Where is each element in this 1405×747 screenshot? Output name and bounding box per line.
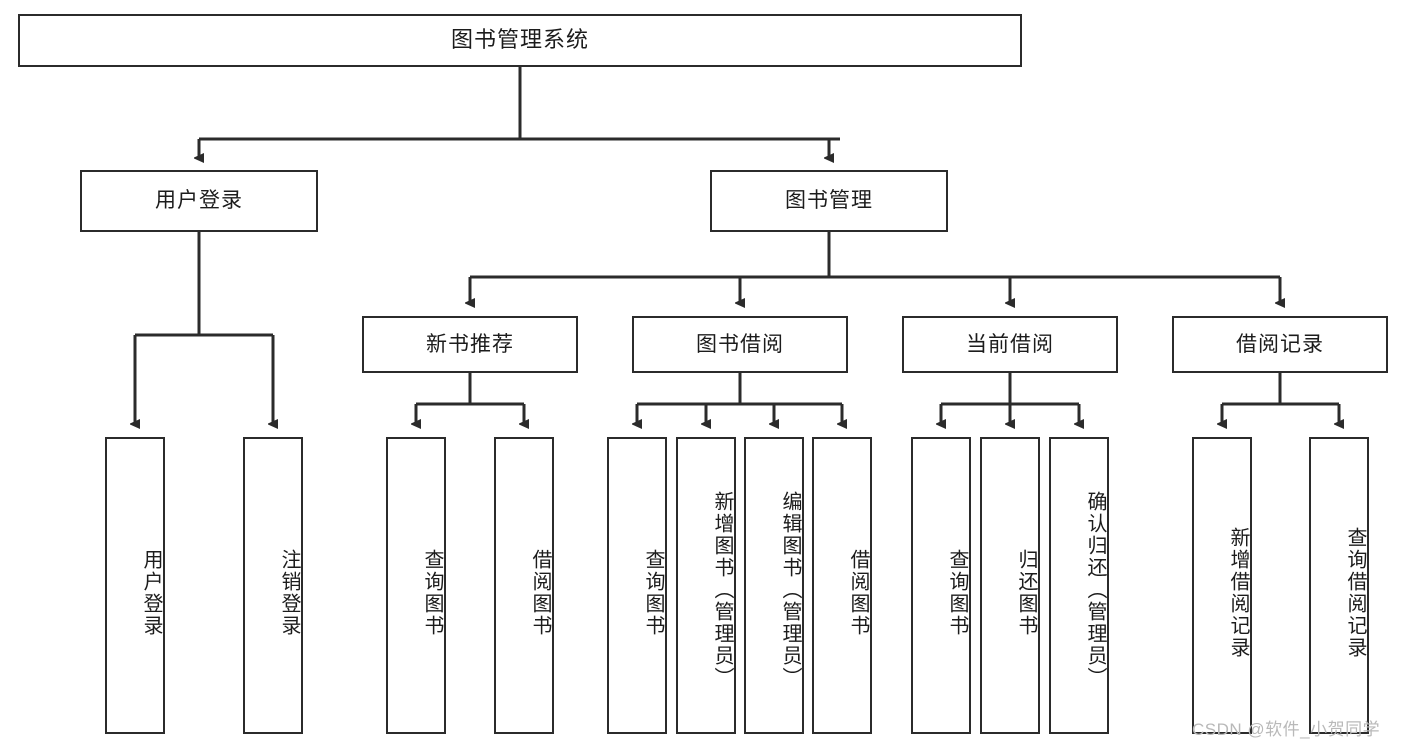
leaf-edit-book-admin[interactable]: 编辑图书（管理员） [744,437,804,734]
leaf-confirm-return-admin[interactable]: 确认归还（管理员） [1049,437,1109,734]
leaf-borrow-books-recommend[interactable]: 借阅图书 [494,437,554,734]
node-new-book-recommend[interactable]: 新书推荐 [362,316,578,373]
node-book-management[interactable]: 图书管理 [710,170,948,232]
leaf-return-books[interactable]: 归还图书 [980,437,1040,734]
leaf-user-login[interactable]: 用户登录 [105,437,165,734]
node-current-borrow[interactable]: 当前借阅 [902,316,1118,373]
leaf-add-borrow-record[interactable]: 新增借阅记录 [1192,437,1252,734]
leaf-add-book-admin[interactable]: 新增图书（管理员） [676,437,736,734]
node-borrow-records[interactable]: 借阅记录 [1172,316,1388,373]
leaf-borrow-books[interactable]: 借阅图书 [812,437,872,734]
node-book-borrow[interactable]: 图书借阅 [632,316,848,373]
leaf-query-books-recommend[interactable]: 查询图书 [386,437,446,734]
leaf-query-books-borrow[interactable]: 查询图书 [607,437,667,734]
csdn-watermark: CSDN @软件_小贺同学 [1192,720,1381,739]
node-root-system[interactable]: 图书管理系统 [18,14,1022,67]
leaf-query-books-current[interactable]: 查询图书 [911,437,971,734]
node-user-login[interactable]: 用户登录 [80,170,318,232]
leaf-user-logout[interactable]: 注销登录 [243,437,303,734]
leaf-query-borrow-record[interactable]: 查询借阅记录 [1309,437,1369,734]
